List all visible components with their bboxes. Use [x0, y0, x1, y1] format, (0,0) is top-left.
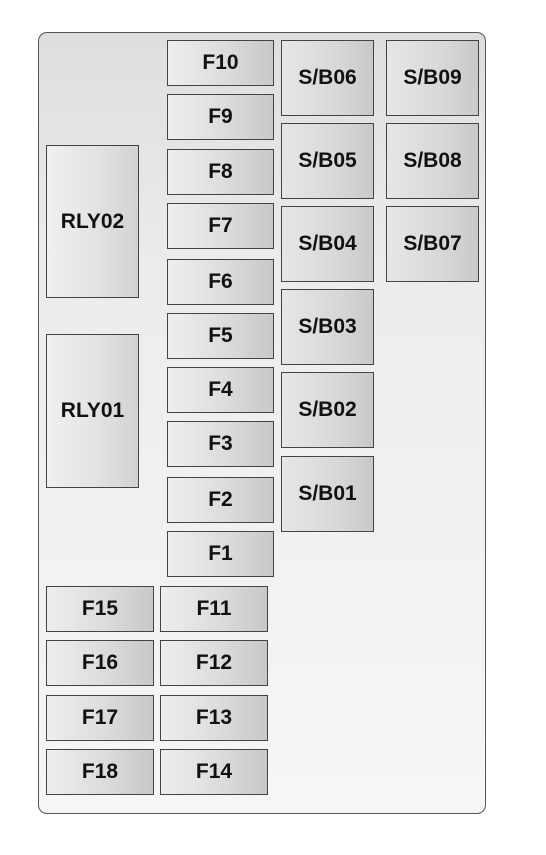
fuse-f10: F10 — [167, 40, 274, 86]
fuse-f17: F17 — [46, 695, 154, 741]
fuse-f7-label: F7 — [208, 214, 233, 237]
fuse-f8: F8 — [167, 149, 274, 195]
fuse-f15-label: F15 — [81, 597, 119, 620]
relay-rly02: RLY02 — [46, 145, 139, 298]
fuse-f4: F4 — [167, 367, 274, 413]
sb-sb07: S/B07 — [386, 206, 479, 282]
fuse-f12: F12 — [160, 640, 268, 686]
fuse-f11-label: F11 — [196, 597, 232, 620]
fuse-f16-label: F16 — [81, 651, 119, 674]
sb-sb08: S/B08 — [386, 123, 479, 199]
fuse-f8-label: F8 — [208, 160, 233, 183]
sb-sb02-label: S/B02 — [298, 398, 357, 421]
fuse-f11: F11 — [160, 586, 268, 632]
fuse-f9-label: F9 — [208, 105, 233, 128]
fuse-f1-label: F1 — [208, 542, 233, 565]
sb-sb09-label: S/B09 — [403, 66, 462, 89]
fuse-f16: F16 — [46, 640, 154, 686]
fuse-f14-label: F14 — [195, 760, 233, 783]
fuse-f5: F5 — [167, 313, 274, 359]
sb-sb06: S/B06 — [281, 40, 374, 116]
fuse-f12-label: F12 — [195, 651, 233, 674]
fuse-f2: F2 — [167, 477, 274, 523]
fuse-f15: F15 — [46, 586, 154, 632]
relay-rly01: RLY01 — [46, 334, 139, 488]
fuse-f3-label: F3 — [208, 432, 233, 455]
fuse-f9: F9 — [167, 94, 274, 140]
fuse-f4-label: F4 — [208, 378, 233, 401]
sb-sb07-label: S/B07 — [403, 232, 462, 255]
fuse-f6: F6 — [167, 259, 274, 305]
fuse-f10-label: F10 — [202, 51, 239, 74]
fuse-f18: F18 — [46, 749, 154, 795]
fuse-f18-label: F18 — [81, 760, 119, 783]
sb-sb05: S/B05 — [281, 123, 374, 199]
sb-sb06-label: S/B06 — [298, 66, 357, 89]
fuse-f13: F13 — [160, 695, 268, 741]
sb-sb08-label: S/B08 — [403, 149, 462, 172]
fuse-f6-label: F6 — [208, 270, 233, 293]
sb-sb04-label: S/B04 — [298, 232, 357, 255]
sb-sb02: S/B02 — [281, 372, 374, 448]
fuse-f1: F1 — [167, 531, 274, 577]
fuse-f2-label: F2 — [208, 488, 233, 511]
sb-sb01: S/B01 — [281, 456, 374, 532]
fuse-f3: F3 — [167, 421, 274, 467]
fuse-f7: F7 — [167, 203, 274, 249]
sb-sb03-label: S/B03 — [298, 315, 357, 338]
sb-sb01-label: S/B01 — [298, 482, 357, 505]
sb-sb05-label: S/B05 — [298, 149, 357, 172]
fuse-f13-label: F13 — [195, 706, 233, 729]
sb-sb04: S/B04 — [281, 206, 374, 282]
sb-sb03: S/B03 — [281, 289, 374, 365]
sb-sb09: S/B09 — [386, 40, 479, 116]
fuse-f14: F14 — [160, 749, 268, 795]
relay-rly02-label: RLY02 — [60, 209, 125, 233]
fuse-f17-label: F17 — [81, 706, 119, 729]
relay-rly01-label: RLY01 — [60, 399, 125, 422]
fuse-f5-label: F5 — [208, 324, 233, 347]
